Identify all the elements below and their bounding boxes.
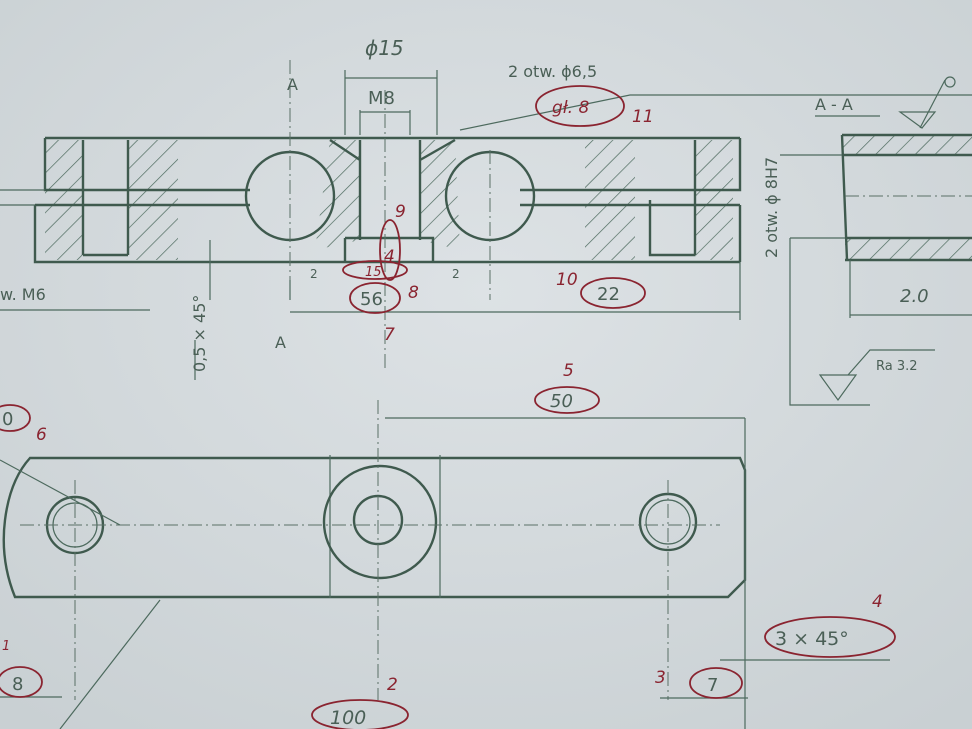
section-mark-a-bottom: A (275, 333, 286, 352)
section-title: A - A (815, 95, 853, 114)
mark-15: 15 (365, 265, 382, 280)
mark-5: 5 (563, 361, 574, 381)
mark-2-left: 2 (310, 267, 318, 281)
dim-m8: M8 (368, 88, 395, 109)
depth-note: gł. 8 (552, 98, 589, 118)
dim-8: 8 (12, 674, 23, 695)
thread-m6: w. M6 (0, 285, 46, 304)
dim-0: 0 (2, 409, 13, 430)
front-section-view: A A ϕ15 M8 2 otw. ϕ6,5 gł. 8 11 w. M6 0,… (0, 36, 972, 380)
mark-7: 7 (384, 325, 395, 345)
plan-view: 5 50 0 6 1 8 2 100 3 7 4 3 × 45° (0, 361, 896, 729)
chamfer-small: 0,5 × 45° (190, 295, 209, 372)
mark-4-plan: 4 (872, 592, 883, 612)
dim-22: 22 (597, 284, 620, 305)
mark-6: 6 (36, 425, 47, 445)
mark-1: 1 (2, 639, 10, 654)
chamfer-3x45: 3 × 45° (775, 628, 849, 650)
dim-100: 100 (330, 707, 366, 729)
dim-phi15: ϕ15 (365, 36, 404, 60)
roughness-ra: Ra 3.2 (876, 359, 918, 374)
mark-4: 4 (384, 247, 395, 267)
mark-8: 8 (408, 283, 419, 303)
dim-holes-8h7: 2 otw. ϕ 8H7 (762, 157, 781, 258)
section-a-a-view: A - A 2 otw. ϕ 8H7 2.0 Ra 3.2 (762, 76, 972, 406)
mark-10: 10 (556, 270, 578, 290)
mark-9: 9 (395, 202, 406, 222)
dim-holes-6-5: 2 otw. ϕ6,5 (508, 62, 597, 81)
section-mark-a-top: A (287, 75, 298, 94)
mark-3: 3 (655, 668, 666, 688)
mark-2: 2 (387, 675, 398, 695)
dim-56: 56 (360, 289, 383, 310)
dim-7: 7 (707, 675, 718, 696)
mark-11: 11 (632, 107, 654, 127)
dim-50: 50 (550, 391, 573, 412)
dim-2-0: 2.0 (900, 286, 929, 307)
mark-2-right: 2 (452, 267, 460, 281)
